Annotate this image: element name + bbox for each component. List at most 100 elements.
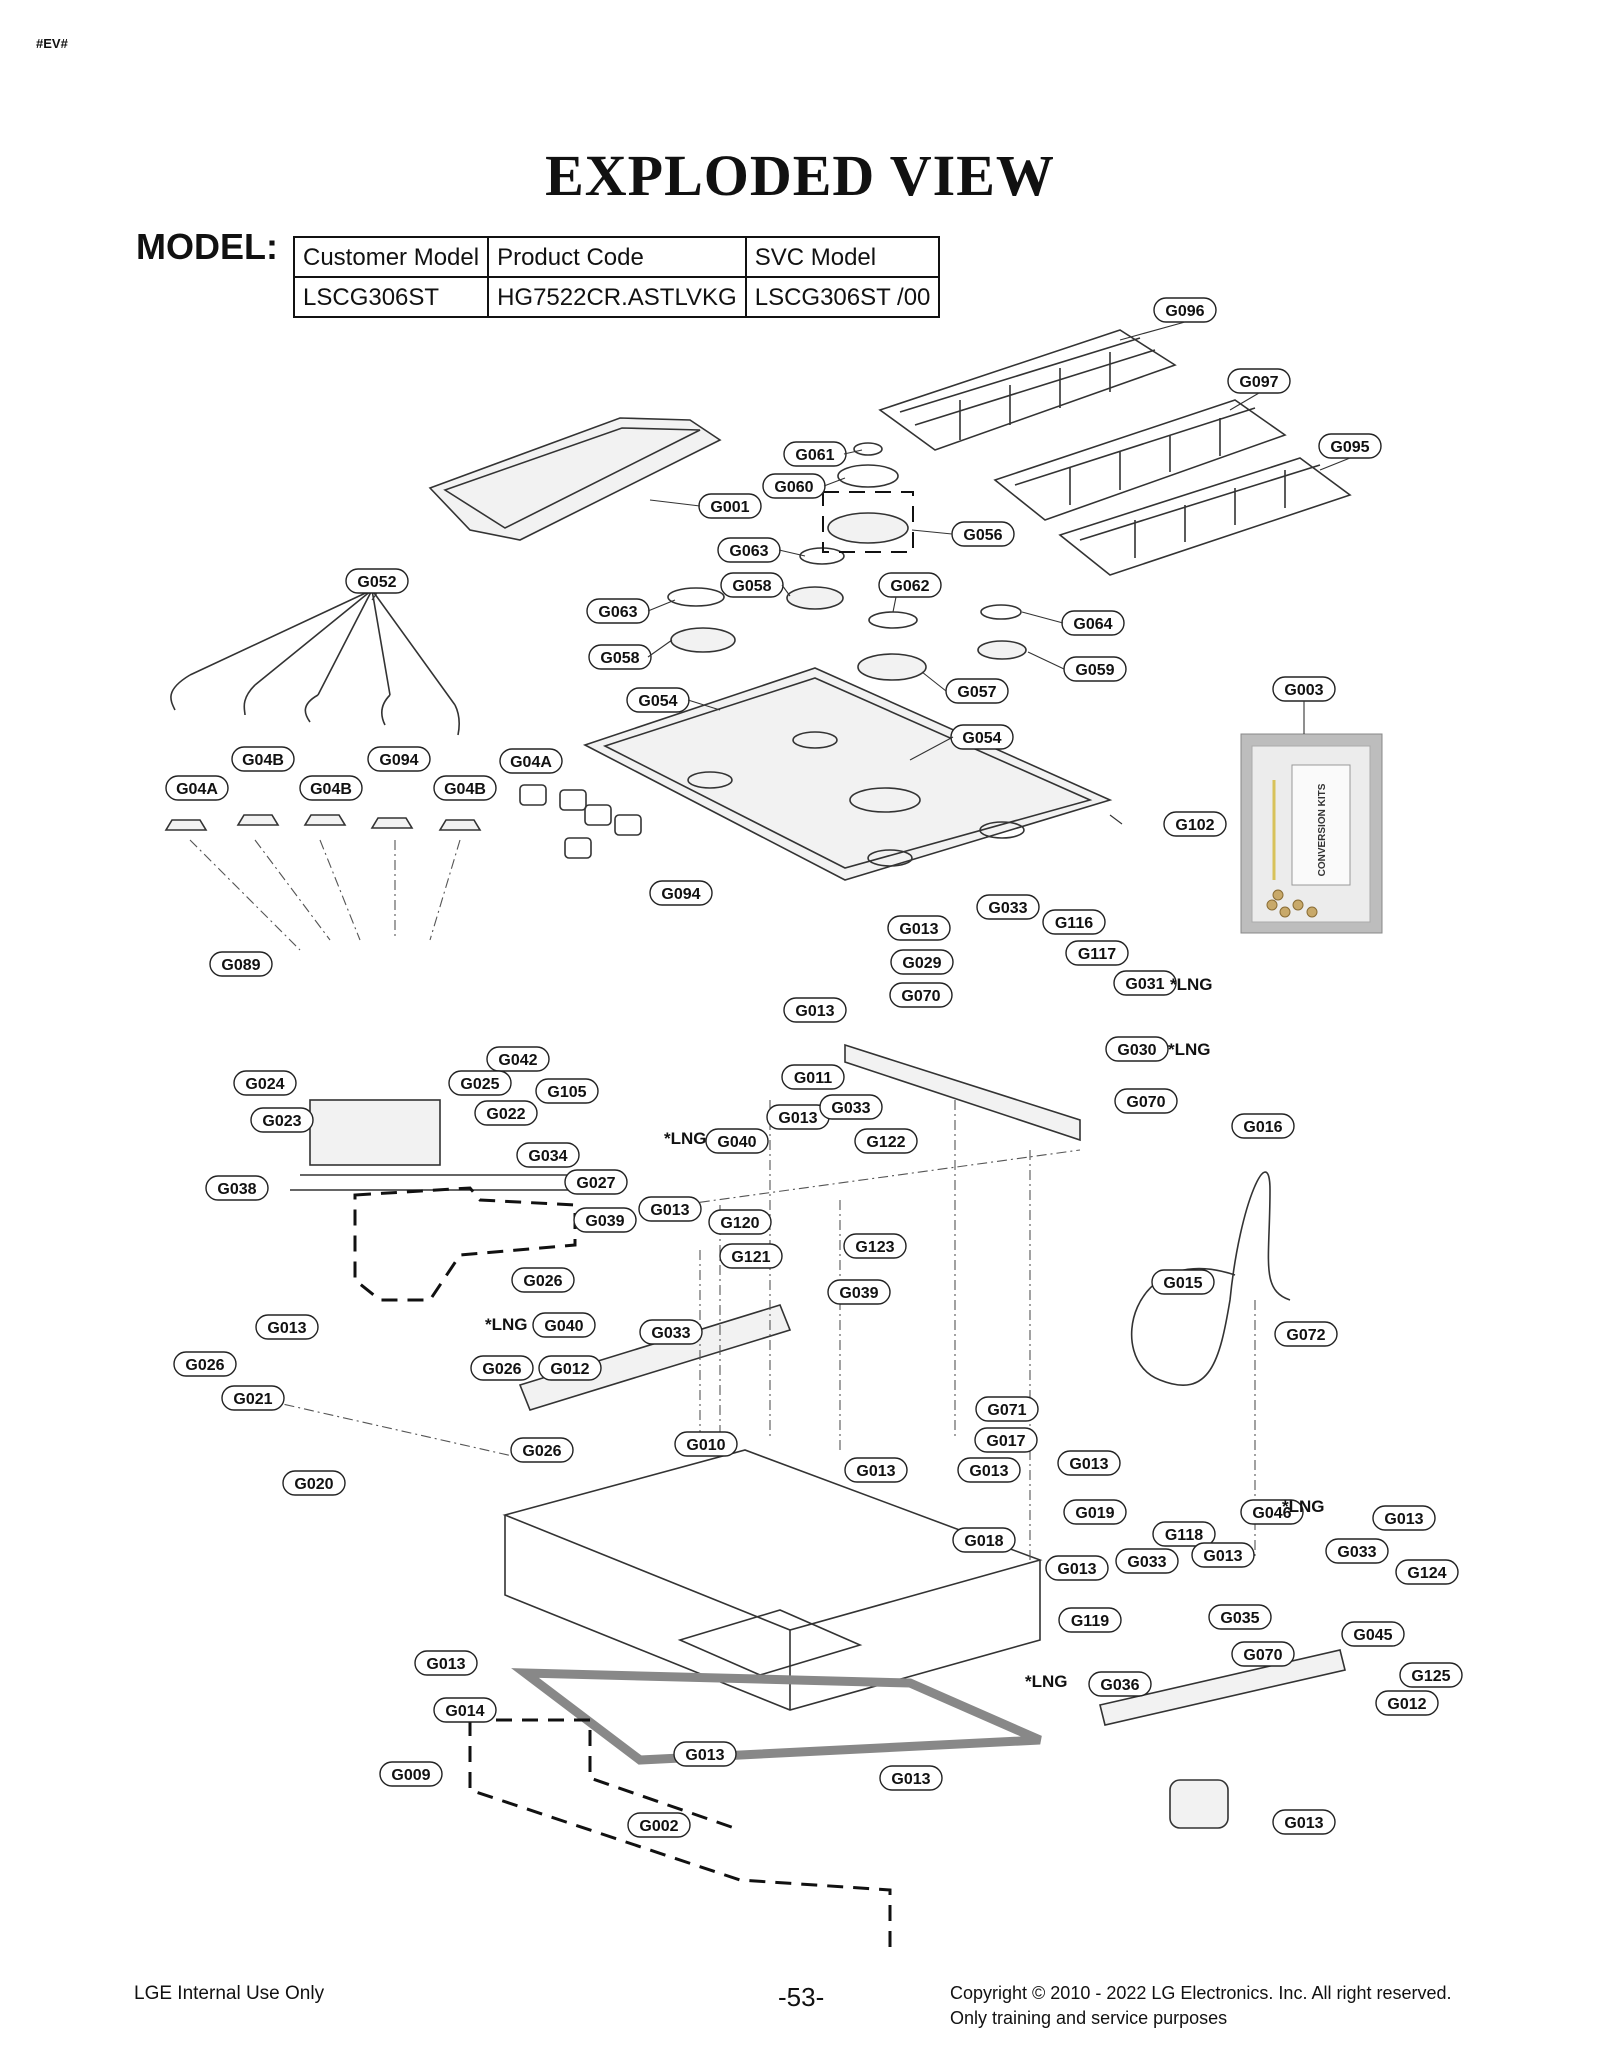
burner-g058b: [670, 627, 736, 653]
leader-line: [687, 699, 721, 711]
callout-g017: G017: [974, 1427, 1038, 1453]
callout-text: G118: [1165, 1527, 1203, 1544]
callout-g013: G013: [414, 1650, 478, 1676]
leader-line: [647, 639, 673, 658]
callout-text: G125: [1411, 1668, 1450, 1685]
burner-ring-g060: [837, 464, 899, 488]
callout-text: G019: [1075, 1505, 1114, 1522]
cooktop-panel: [582, 667, 1113, 881]
knobs-g04: [164, 814, 482, 831]
model-product-code-value: HG7522CR.ASTLVKG: [487, 276, 747, 318]
callout-g013: G013: [1272, 1809, 1336, 1835]
callout-g042: G042: [486, 1046, 550, 1072]
callout-g033: G033: [1325, 1538, 1389, 1564]
callout-g063: G063: [717, 537, 781, 563]
callout-text: G119: [1071, 1613, 1109, 1630]
leader-line: [371, 592, 378, 601]
callout-text: G011: [794, 1070, 832, 1087]
callout-g120: G120: [708, 1209, 772, 1235]
callout-g125: G125: [1399, 1662, 1463, 1688]
model-table-row: LSCG306ST HG7522CR.ASTLVKG LSCG306ST /00: [292, 276, 941, 318]
callout-g013: G013: [887, 915, 951, 941]
callout-text: G056: [963, 527, 1002, 544]
callout-text: G094: [379, 752, 418, 769]
callout-text: G013: [267, 1320, 306, 1337]
rail-g011: [844, 1043, 1081, 1142]
callout-text: G013: [1057, 1561, 1096, 1578]
footer-purpose: Only training and service purposes: [950, 2008, 1228, 2028]
callout-g013: G013: [879, 1765, 943, 1791]
callout-text: G046: [1252, 1505, 1291, 1522]
callout-text: G038: [217, 1181, 256, 1198]
callout-g116: G116: [1042, 909, 1106, 935]
callout-g062: G062: [878, 572, 942, 598]
model-table-header-row: Customer Model Product Code SVC Model: [292, 236, 941, 278]
callout-g057: G057: [945, 678, 1009, 704]
callout-text: G070: [1243, 1647, 1282, 1664]
callout-text: G036: [1100, 1677, 1139, 1694]
callout-text: G062: [890, 578, 929, 595]
callout-leaders: [371, 321, 1351, 825]
callout-text: G063: [598, 604, 637, 621]
callout-text: G033: [1337, 1544, 1376, 1561]
callout-text: G071: [987, 1402, 1026, 1419]
callout-g013: G013: [844, 1457, 908, 1483]
callout-g039: G039: [827, 1279, 891, 1305]
callout-text: G013: [899, 921, 938, 938]
leader-line: [1021, 611, 1064, 624]
callout-g009: G009: [379, 1761, 443, 1787]
callout-text: G022: [486, 1106, 525, 1123]
leader-line: [843, 449, 863, 455]
callout-g058: G058: [588, 644, 652, 670]
lng-tag: *LNG: [485, 1315, 528, 1334]
footer-copyright: Copyright © 2010 - 2022 LG Electronics. …: [950, 1983, 1452, 2003]
grate-g097: [993, 399, 1287, 521]
gas-manifold: [290, 1174, 580, 1191]
burner-cap-g061: [853, 442, 883, 456]
leader-line: [649, 499, 701, 507]
callout-text: G013: [1284, 1815, 1323, 1832]
cooktop-hole-3: [849, 787, 921, 813]
callout-text: G013: [778, 1110, 817, 1127]
leader-line: [1119, 321, 1186, 341]
callout-g034: G034: [516, 1142, 580, 1168]
callout-g039: G039: [573, 1207, 637, 1233]
callout-g016: G016: [1231, 1113, 1295, 1139]
callout-g058: G058: [720, 572, 784, 598]
callout-g036: G036: [1088, 1671, 1152, 1697]
callout-g013: G013: [957, 1457, 1021, 1483]
callout-text: G060: [774, 479, 813, 496]
leader-line: [823, 477, 846, 487]
burner-cap-g062: [868, 611, 918, 629]
callout-text: G094: [661, 886, 700, 903]
callout-g021: G021: [221, 1385, 285, 1411]
callout-text: G123: [855, 1239, 894, 1256]
callout-text: G120: [720, 1215, 759, 1232]
model-table: Customer Model Product Code SVC Model LS…: [292, 236, 941, 318]
callout-g027: G027: [564, 1169, 628, 1195]
callout-text: G064: [1073, 616, 1112, 633]
callout-g013: G013: [673, 1741, 737, 1767]
leader-line: [911, 529, 953, 535]
callout-text: G121: [731, 1249, 770, 1266]
callout-text: G072: [1286, 1327, 1325, 1344]
cooktop-hole-4: [979, 821, 1025, 839]
callout-g123: G123: [843, 1233, 907, 1259]
power-cord-g016: [1130, 1171, 1291, 1386]
callout-g046: G046: [1240, 1499, 1304, 1525]
callout-text: G070: [1126, 1094, 1165, 1111]
callout-g105: G105: [535, 1078, 599, 1104]
callout-text: G116: [1055, 915, 1093, 932]
leader-dash-2: [264, 1100, 1256, 1560]
callout-g033: G033: [639, 1319, 703, 1345]
callout-g033: G033: [976, 894, 1040, 920]
callout-g014: G014: [433, 1697, 497, 1723]
callout-text: G059: [1075, 662, 1114, 679]
callout-g026: G026: [470, 1355, 534, 1381]
model-header-svc: SVC Model: [744, 236, 941, 278]
callout-text: G013: [685, 1747, 724, 1764]
callout-g019: G019: [1063, 1499, 1127, 1525]
knob-bezels-g094: [519, 784, 642, 859]
model-header-customer: Customer Model: [292, 236, 490, 278]
callout-text: G016: [1243, 1119, 1282, 1136]
